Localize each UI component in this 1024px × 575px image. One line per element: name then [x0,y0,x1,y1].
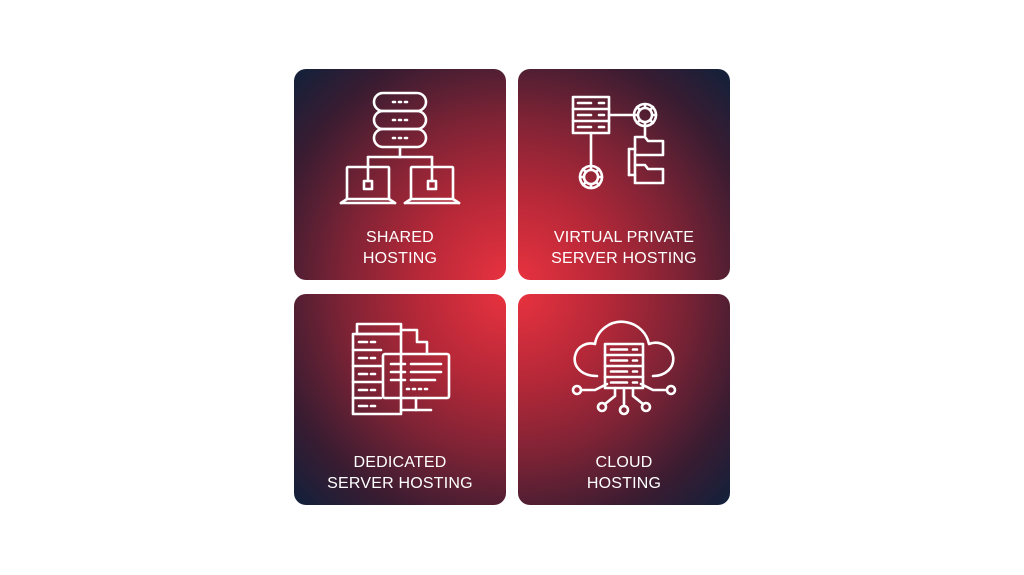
tile-label: SHARED HOSTING [294,227,506,269]
tile-shared-hosting[interactable]: SHARED HOSTING [294,69,506,280]
label-line-2: SERVER HOSTING [327,475,473,492]
tile-label: DEDICATED SERVER HOSTING [294,452,506,494]
vps-hosting-icon [518,85,730,215]
label-line-1: SHARED [366,229,434,246]
dedicated-server-icon [294,310,506,440]
label-line-2: SERVER HOSTING [551,250,697,267]
label-line-1: DEDICATED [353,454,447,471]
tile-dedicated-server-hosting[interactable]: DEDICATED SERVER HOSTING [294,294,506,505]
shared-hosting-icon [294,85,506,215]
tile-vps-hosting[interactable]: VIRTUAL PRIVATE SERVER HOSTING [518,69,730,280]
hosting-options-grid: SHARED HOSTING [294,69,730,505]
label-line-1: CLOUD [595,454,653,471]
tile-label: VIRTUAL PRIVATE SERVER HOSTING [518,227,730,269]
label-line-2: HOSTING [586,475,662,492]
tile-label: CLOUD HOSTING [518,452,730,494]
cloud-hosting-icon [518,310,730,440]
tile-cloud-hosting[interactable]: CLOUD HOSTING [518,294,730,505]
label-line-1: VIRTUAL PRIVATE [553,229,695,246]
label-line-2: HOSTING [362,250,438,267]
